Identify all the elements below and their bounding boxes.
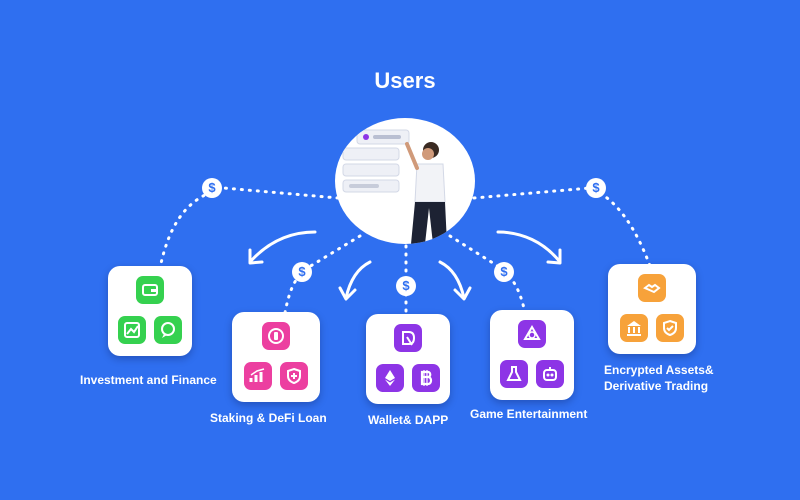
check-shield-icon — [656, 314, 684, 342]
coin-badge-assets: $ — [586, 178, 606, 198]
arrow-head-game — [453, 286, 472, 301]
robot-icon — [536, 360, 564, 388]
arrow-head-investment — [248, 248, 264, 265]
card-staking — [232, 312, 320, 402]
coin-badge-wallet: $ — [396, 276, 416, 296]
handshake-icon — [638, 274, 666, 302]
card-assets — [608, 264, 696, 354]
trend-icon — [244, 362, 272, 390]
bitcoin-icon — [412, 364, 440, 392]
dapp-icon — [394, 324, 422, 352]
arrow-to-investment — [248, 230, 317, 264]
arrow-to-assets — [496, 230, 562, 264]
dotted-connector-game — [448, 234, 528, 320]
label-wallet: Wallet& DAPP — [368, 413, 449, 427]
coin-badge-staking: $ — [292, 262, 312, 282]
coin-icon — [262, 322, 290, 350]
dotted-connector-assets — [472, 186, 652, 268]
arrow-to-staking — [344, 260, 372, 300]
arrow-head-assets — [546, 248, 562, 265]
label-game: Game Entertainment — [470, 407, 588, 421]
ethereum-icon — [376, 364, 404, 392]
wallet-icon — [136, 276, 164, 304]
dotted-connector-investment — [158, 186, 340, 270]
label-assets-line-2: Derivative Trading — [604, 379, 709, 393]
chat-icon — [154, 316, 182, 344]
label-assets: Encrypted Assets& Derivative Trading — [604, 362, 714, 394]
chart-icon — [118, 316, 146, 344]
card-wallet — [366, 314, 450, 404]
label-staking: Staking & DeFi Loan — [210, 411, 327, 425]
label-assets-line-1: Encrypted Assets& — [604, 363, 714, 377]
shield-icon — [280, 362, 308, 390]
users-hub-illustration — [335, 118, 475, 244]
card-investment — [108, 266, 192, 356]
coin-badge-investment: $ — [202, 178, 222, 198]
card-game — [490, 310, 574, 400]
arrow-head-staking — [338, 286, 357, 301]
potion-icon — [500, 360, 528, 388]
arrow-to-game — [438, 260, 466, 300]
bank-icon — [620, 314, 648, 342]
user-illustration — [342, 129, 447, 244]
users-title: Users — [374, 68, 436, 93]
label-investment: Investment and Finance — [80, 373, 217, 387]
shape-icon — [518, 320, 546, 348]
coin-badge-game: $ — [494, 262, 514, 282]
